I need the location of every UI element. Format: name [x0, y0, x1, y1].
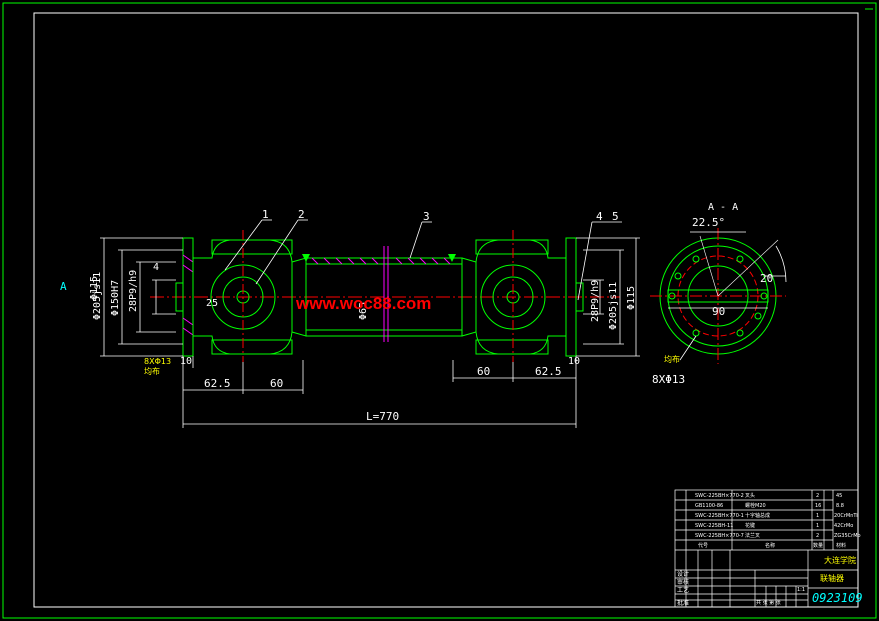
tube-hatch — [311, 257, 451, 265]
part-row-5-qty: 2 — [816, 533, 819, 539]
part-row-5-code: SWC-225BH×770-7 — [695, 533, 744, 539]
view-mark: A — [60, 280, 67, 293]
dim-holes-right: 8XΦ13 — [652, 373, 685, 386]
shaft-side-view — [150, 230, 620, 362]
part-row-2-qty: 16 — [815, 503, 821, 509]
dim-625-left: 62.5 — [204, 377, 231, 390]
part-row-1-qty: 2 — [816, 493, 819, 499]
left-yoke-top-ear — [211, 239, 293, 255]
end-key-slot — [667, 289, 769, 303]
inner-frame — [33, 12, 859, 608]
part-row-4-name: 花键 — [745, 522, 755, 529]
part-row-4-code: SWC-225BH-11 — [695, 523, 733, 529]
part-row-4-qty: 1 — [816, 523, 819, 529]
part-row-5-mat: ZG35CrMo — [834, 533, 861, 539]
dim-d20: 20 — [760, 272, 773, 285]
dim-key-left: 28P9/h9 — [128, 270, 139, 312]
dim-d65: Φ65 — [358, 302, 369, 320]
scale: 1:1 — [797, 587, 805, 593]
product-name: 联轴器 — [820, 573, 844, 583]
part-row-1-mat: 45 — [836, 493, 842, 499]
role-process: 工艺 — [677, 586, 689, 594]
left-grease-nipple — [302, 254, 310, 262]
dim-625-right: 62.5 — [535, 365, 562, 378]
right-flange-boss — [575, 282, 584, 312]
left-flange-hatch — [182, 254, 194, 263]
school-name: 大连学院 — [824, 555, 856, 565]
dim-angle: 22.5° — [692, 216, 725, 229]
part-row-1-code: SWC-225BH×770-2 — [695, 493, 744, 499]
part-row-3-code: SWC-225BH×770-1 — [695, 513, 744, 519]
part-row-1-name: 叉头 — [745, 492, 755, 499]
balloon-4: 4 — [596, 210, 603, 223]
balloon-5: 5 — [612, 210, 619, 223]
dim-phi205-left: Φ205js11 — [92, 272, 103, 320]
part-row-2-name: 螺栓M20 — [745, 502, 766, 509]
header-mat: 材料 — [836, 542, 846, 549]
balloon-2: 2 — [298, 208, 305, 221]
angle-arc — [775, 245, 787, 283]
dim-phi150: Φ150H7 — [110, 280, 121, 316]
role-review: 审核 — [677, 578, 689, 586]
part-row-3-qty: 1 — [816, 513, 819, 519]
dim-h4: 4 — [153, 262, 159, 273]
balloon-1: 1 — [262, 208, 269, 221]
role-design: 设计 — [677, 570, 689, 578]
part-row-5-name: 法兰叉 — [745, 532, 760, 539]
dim-d90: 90 — [712, 305, 725, 318]
dim-d10-left: 10 — [180, 356, 192, 367]
dim-key-right: 28P9/h9 — [590, 280, 601, 322]
right-dimensions — [452, 237, 640, 382]
end-flange-hub — [687, 265, 749, 327]
header-qty: 数量 — [813, 542, 823, 549]
dim-d25: 25 — [206, 298, 218, 309]
part-row-3-name: 十字轴总成 — [745, 512, 770, 519]
sheet-info: 共 张 第 张 — [756, 599, 781, 606]
title-block — [674, 489, 859, 608]
right-grease-nipple — [448, 254, 456, 262]
balloon-3: 3 — [423, 210, 430, 223]
right-yoke-top-ear — [475, 239, 549, 255]
watermark: www.woc88.com — [295, 294, 431, 313]
header-name: 名称 — [765, 542, 775, 549]
dim-d10-right: 10 — [568, 356, 580, 367]
part-row-2-mat: 8.8 — [836, 503, 844, 509]
end-view — [650, 228, 787, 364]
left-flange-boss — [175, 282, 184, 312]
dim-60-left: 60 — [270, 377, 283, 390]
left-dimensions — [100, 237, 577, 428]
header-code: 代号 — [698, 542, 708, 549]
part-balloons — [224, 219, 622, 301]
part-row-3-mat: 20CrMnTi — [834, 513, 858, 519]
flange-note-left: 均布 — [144, 366, 160, 376]
drawing-number: 0923109 — [812, 591, 863, 605]
dim-d115-left: Φ115 — [89, 276, 100, 300]
left-yoke-bottom-ear — [211, 339, 293, 355]
flange-note-right: 均布 — [664, 354, 680, 364]
section-title: A - A — [708, 202, 738, 213]
role-approve: 批准 — [677, 599, 689, 607]
dim-phi205-right: Φ205js11 — [608, 282, 619, 330]
dim-length: L=770 — [366, 410, 399, 423]
part-row-2-code: GB1100-86 — [695, 503, 723, 509]
dim-d115-right: Φ115 — [626, 286, 637, 310]
dim-60-right: 60 — [477, 365, 490, 378]
dim-holes-left: 8XΦ13 — [144, 357, 171, 366]
part-row-4-mat: 42CrMo — [834, 523, 853, 529]
right-yoke-bottom-ear — [475, 339, 549, 355]
